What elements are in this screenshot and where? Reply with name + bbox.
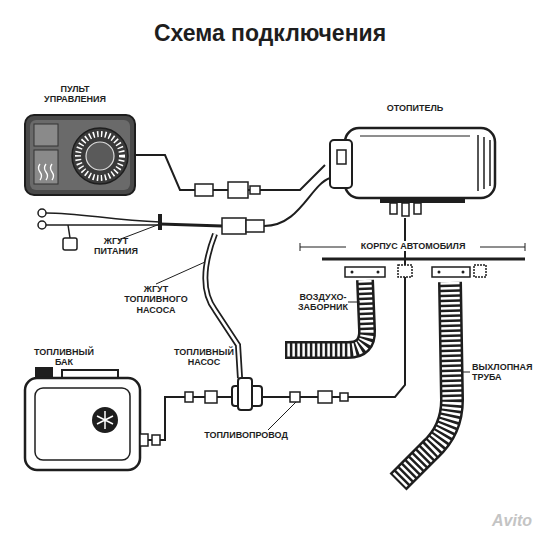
air-intake-drawing — [285, 280, 367, 350]
hose-connector — [138, 155, 325, 190]
callout-label: ЖГУТ ПИТАНИЯ — [88, 236, 144, 257]
hose-connector — [145, 397, 172, 440]
part-label: ПУЛЬТ УПРАВЛЕНИЯ — [38, 84, 112, 105]
component-node: ПУЛЬТ УПРАВЛЕНИЯ — [22, 80, 138, 198]
callout-label: КОРПУС АВТОМОБИЛЯ — [346, 241, 480, 251]
component-node: ТОПЛИВНЫЙ БАК — [20, 345, 145, 475]
component-node: ОТОПИТЕЛЬ — [325, 100, 505, 218]
callout-label: ЖГУТ ТОПЛИВНОГО НАСОСА — [112, 284, 200, 315]
fuel-tank-drawing — [25, 367, 160, 470]
fuel-pump-drawing — [172, 378, 348, 430]
control-panel-drawing — [25, 115, 260, 198]
callout-label: ВЫХЛОПНАЯ ТРУБА — [472, 362, 538, 383]
watermark: Avito — [462, 512, 532, 530]
component-node: ТОПЛИВНЫЙ НАСОС — [172, 345, 275, 415]
diagram-title: Схема подключения — [0, 20, 540, 47]
callout-label: ТОПЛИВОПРОВОД — [196, 430, 296, 440]
callout-label: ВОЗДУХО- ЗАБОРНИК — [296, 292, 350, 313]
part-label: ТОПЛИВНЫЙ НАСОС — [172, 347, 236, 368]
exhaust-pipe-drawing — [398, 282, 470, 482]
part-label: ОТОПИТЕЛЬ — [365, 103, 465, 113]
heater-drawing — [330, 128, 495, 216]
part-label: ТОПЛИВНЫЙ БАК — [24, 347, 104, 368]
